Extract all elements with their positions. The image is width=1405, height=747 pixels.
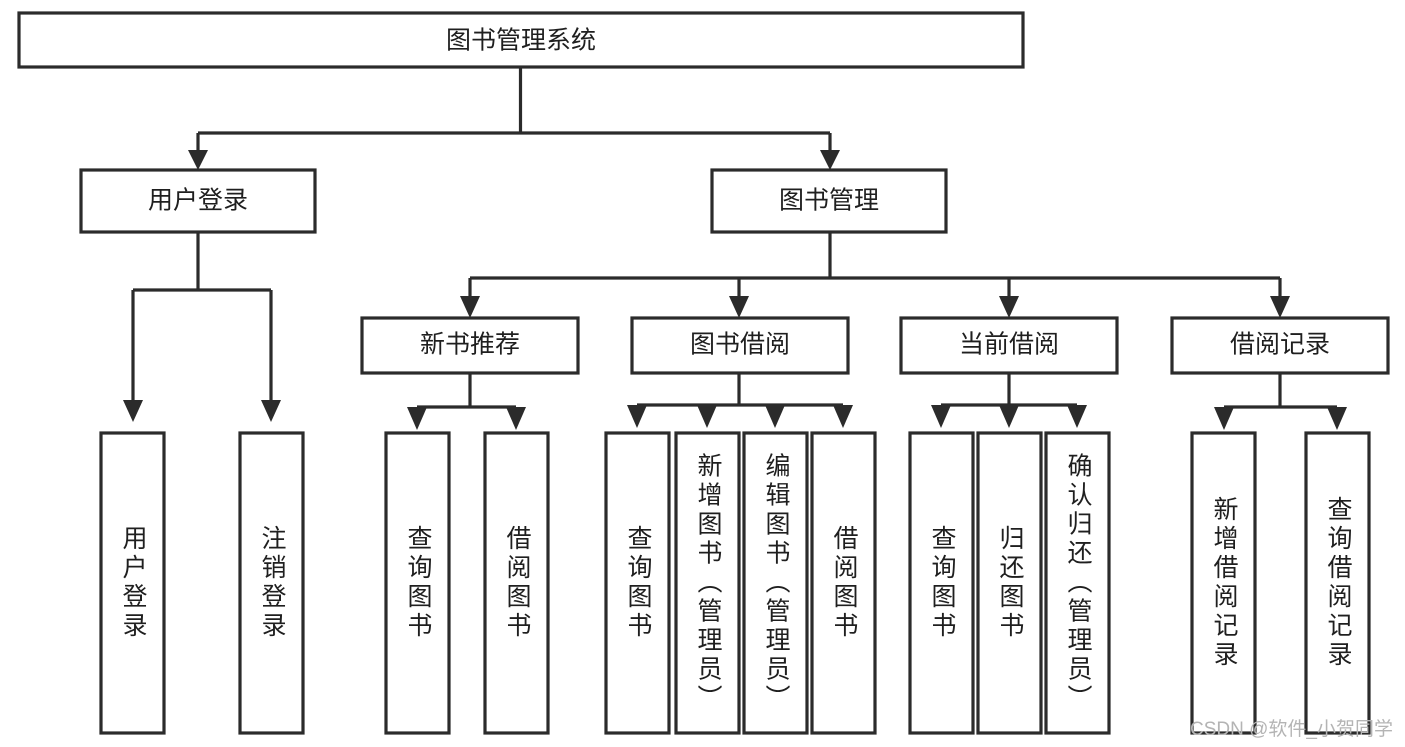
arrow-book-borrow-leaf1-icon xyxy=(627,405,647,428)
node-new-book-rec-label: 新书推荐 xyxy=(420,331,520,359)
node-leaf-confirm-return-box[interactable] xyxy=(1044,431,1111,735)
arrow-root-to-user-login-icon xyxy=(188,150,208,170)
node-leaf-user-login-box[interactable] xyxy=(99,431,166,735)
node-leaf-return-book-box[interactable] xyxy=(976,431,1043,735)
node-leaf-logout-box[interactable] xyxy=(238,431,305,735)
arrow-new-book-leaf2-icon xyxy=(506,407,526,430)
node-leaf-logout-label: 注销登录 xyxy=(258,525,287,641)
arrow-current-borrow-leaf3-icon xyxy=(1067,405,1087,428)
node-leaf-query-book-1-box[interactable] xyxy=(384,431,451,735)
node-borrow-record-box[interactable] xyxy=(1170,316,1390,375)
node-leaf-confirm-return[interactable]: 确认归还（管理员） xyxy=(1044,431,1111,735)
node-leaf-logout[interactable]: 注销登录 xyxy=(238,431,305,735)
node-book-borrow-box[interactable] xyxy=(630,316,850,375)
node-borrow-record-label: 借阅记录 xyxy=(1230,331,1330,359)
connector-group-book-borrow xyxy=(627,373,853,428)
node-leaf-borrow-book-1[interactable]: 借阅图书 xyxy=(483,431,550,735)
node-user-login-label: 用户登录 xyxy=(148,187,248,215)
arrow-root-to-book-mgmt-icon xyxy=(820,150,840,170)
node-leaf-add-book[interactable]: 新增图书（管理员） xyxy=(674,431,741,735)
node-leaf-return-book-label: 归还图书 xyxy=(996,525,1025,641)
node-new-book-rec[interactable]: 新书推荐 xyxy=(360,316,580,375)
node-leaf-query-book-2-label: 查询图书 xyxy=(624,525,653,641)
arrow-book-mgmt-new-book-icon xyxy=(460,296,480,318)
node-leaf-add-book-label: 新增图书（管理员） xyxy=(694,453,723,714)
arrow-book-borrow-leaf2-icon xyxy=(697,405,717,428)
node-leaf-edit-book-label: 编辑图书（管理员） xyxy=(762,453,791,714)
connector-group-book-mgmt xyxy=(460,232,1290,318)
node-borrow-record[interactable]: 借阅记录 xyxy=(1170,316,1390,375)
node-leaf-query-book-3-label: 查询图书 xyxy=(928,525,957,641)
connector-group-new-book-rec xyxy=(407,373,526,430)
connector-group-borrow-record xyxy=(1214,373,1347,430)
node-user-login[interactable]: 用户登录 xyxy=(79,168,317,234)
node-leaf-query-book-2-box[interactable] xyxy=(604,431,671,735)
node-root-box[interactable] xyxy=(17,11,1025,69)
arrow-book-borrow-leaf4-icon xyxy=(833,405,853,428)
node-root[interactable]: 图书管理系统 xyxy=(17,11,1025,69)
node-book-mgmt[interactable]: 图书管理 xyxy=(710,168,948,234)
node-leaf-add-book-box[interactable] xyxy=(674,431,741,735)
node-leaf-borrow-book-1-label: 借阅图书 xyxy=(503,525,532,641)
node-leaf-query-book-3[interactable]: 查询图书 xyxy=(908,431,975,735)
arrow-book-mgmt-borrow-icon xyxy=(729,296,749,318)
connector-group-current-borrow xyxy=(931,373,1087,428)
node-leaf-edit-book[interactable]: 编辑图书（管理员） xyxy=(742,431,809,735)
arrow-borrow-record-leaf2-icon xyxy=(1327,407,1347,430)
node-leaf-confirm-return-label: 确认归还（管理员） xyxy=(1064,453,1093,714)
node-leaf-query-book-3-box[interactable] xyxy=(908,431,975,735)
node-current-borrow-box[interactable] xyxy=(899,316,1119,375)
node-leaf-add-record-box[interactable] xyxy=(1190,431,1257,735)
arrow-new-book-leaf1-icon xyxy=(407,407,427,430)
node-leaf-query-record[interactable]: 查询借阅记录 xyxy=(1304,431,1371,735)
arrow-book-mgmt-current-icon xyxy=(999,296,1019,318)
node-book-mgmt-label: 图书管理 xyxy=(779,187,879,215)
node-current-borrow-label: 当前借阅 xyxy=(959,331,1059,359)
node-leaf-query-record-box[interactable] xyxy=(1304,431,1371,735)
node-leaf-add-record-label: 新增借阅记录 xyxy=(1210,496,1239,670)
node-book-mgmt-box[interactable] xyxy=(710,168,948,234)
arrow-current-borrow-leaf2-icon xyxy=(999,405,1019,428)
node-leaf-add-record[interactable]: 新增借阅记录 xyxy=(1190,431,1257,735)
arrow-user-login-leaf1-icon xyxy=(123,400,143,422)
connector-group-root xyxy=(188,67,840,170)
connector-group-user-login xyxy=(123,232,281,422)
node-leaf-query-book-1-label: 查询图书 xyxy=(404,525,433,641)
arrow-borrow-record-leaf1-icon xyxy=(1214,407,1234,430)
node-user-login-box[interactable] xyxy=(79,168,317,234)
node-leaf-return-book[interactable]: 归还图书 xyxy=(976,431,1043,735)
node-root-label: 图书管理系统 xyxy=(446,27,596,55)
node-leaf-user-login-label: 用户登录 xyxy=(119,525,148,641)
node-leaf-borrow-book-2-box[interactable] xyxy=(810,431,877,735)
node-book-borrow[interactable]: 图书借阅 xyxy=(630,316,850,375)
arrow-book-borrow-leaf3-icon xyxy=(765,405,785,428)
arrow-current-borrow-leaf1-icon xyxy=(931,405,951,428)
node-leaf-query-book-1[interactable]: 查询图书 xyxy=(384,431,451,735)
arrow-user-login-leaf2-icon xyxy=(261,400,281,422)
arrow-book-mgmt-record-icon xyxy=(1270,296,1290,318)
node-leaf-query-record-label: 查询借阅记录 xyxy=(1324,496,1353,670)
node-leaf-edit-book-box[interactable] xyxy=(742,431,809,735)
node-current-borrow[interactable]: 当前借阅 xyxy=(899,316,1119,375)
node-leaf-borrow-book-1-box[interactable] xyxy=(483,431,550,735)
node-leaf-borrow-book-2[interactable]: 借阅图书 xyxy=(810,431,877,735)
node-new-book-rec-box[interactable] xyxy=(360,316,580,375)
node-leaf-user-login[interactable]: 用户登录 xyxy=(99,431,166,735)
node-book-borrow-label: 图书借阅 xyxy=(690,331,790,359)
node-leaf-borrow-book-2-label: 借阅图书 xyxy=(830,525,859,641)
node-leaf-query-book-2[interactable]: 查询图书 xyxy=(604,431,671,735)
